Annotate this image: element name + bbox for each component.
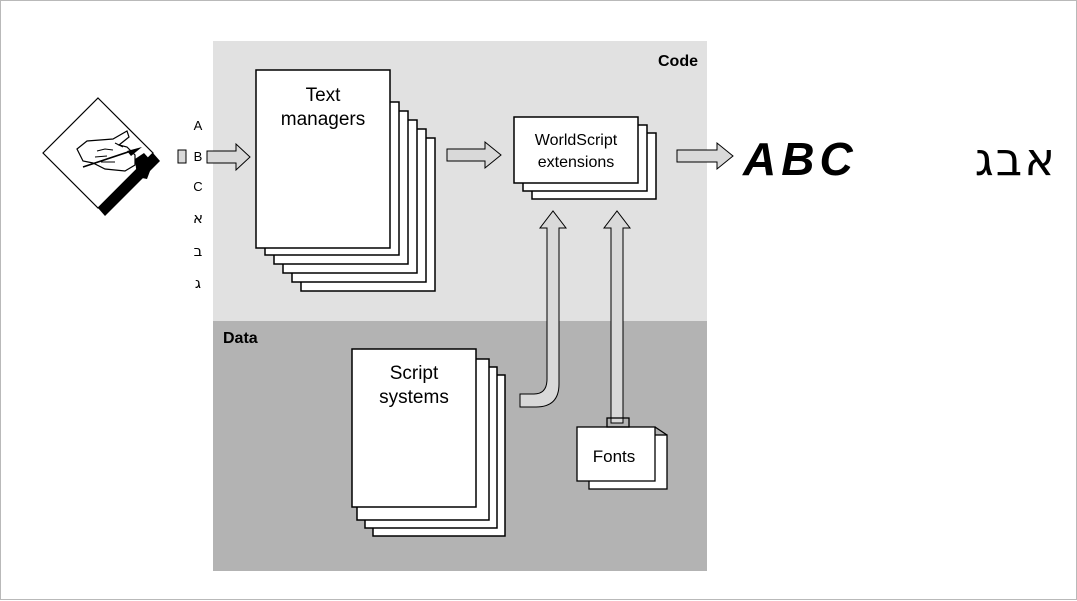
input-char-gimel: ג [195, 274, 201, 292]
hand-writing-icon [42, 97, 160, 216]
text-managers-label-line2: managers [281, 109, 366, 130]
fonts-label: Fonts [593, 447, 636, 466]
output-hebrew-text: אבג [975, 132, 1057, 186]
arrow-to-worldscript [446, 140, 502, 170]
code-region-label: Code [658, 53, 698, 70]
arrow-fonts-to-worldscript [602, 210, 632, 424]
worldscript-extensions-stack [513, 116, 657, 200]
script-systems-label-line1: Script [390, 363, 439, 384]
input-char-a: A [194, 118, 203, 133]
text-managers-label-line1: Text [306, 85, 342, 106]
arrow-to-output [676, 141, 734, 171]
worldscript-label-line1: WorldScript [535, 132, 618, 149]
script-systems-stack [351, 348, 506, 537]
worldscript-label-line2: extensions [538, 154, 615, 171]
input-char-alef: א [193, 209, 203, 227]
input-char-bet: ב [194, 242, 203, 260]
input-char-c: C [193, 179, 202, 194]
output-latin-text: ABC [742, 133, 858, 185]
script-systems-label-line2: systems [379, 387, 449, 408]
data-region-label: Data [223, 330, 258, 347]
arrow-to-text-managers [206, 142, 251, 172]
text-managers-stack [255, 69, 436, 292]
key-indicator [177, 149, 187, 164]
suitcase-icon [576, 417, 668, 490]
input-char-b: B [194, 149, 203, 164]
arrow-script-to-worldscript [519, 210, 568, 408]
